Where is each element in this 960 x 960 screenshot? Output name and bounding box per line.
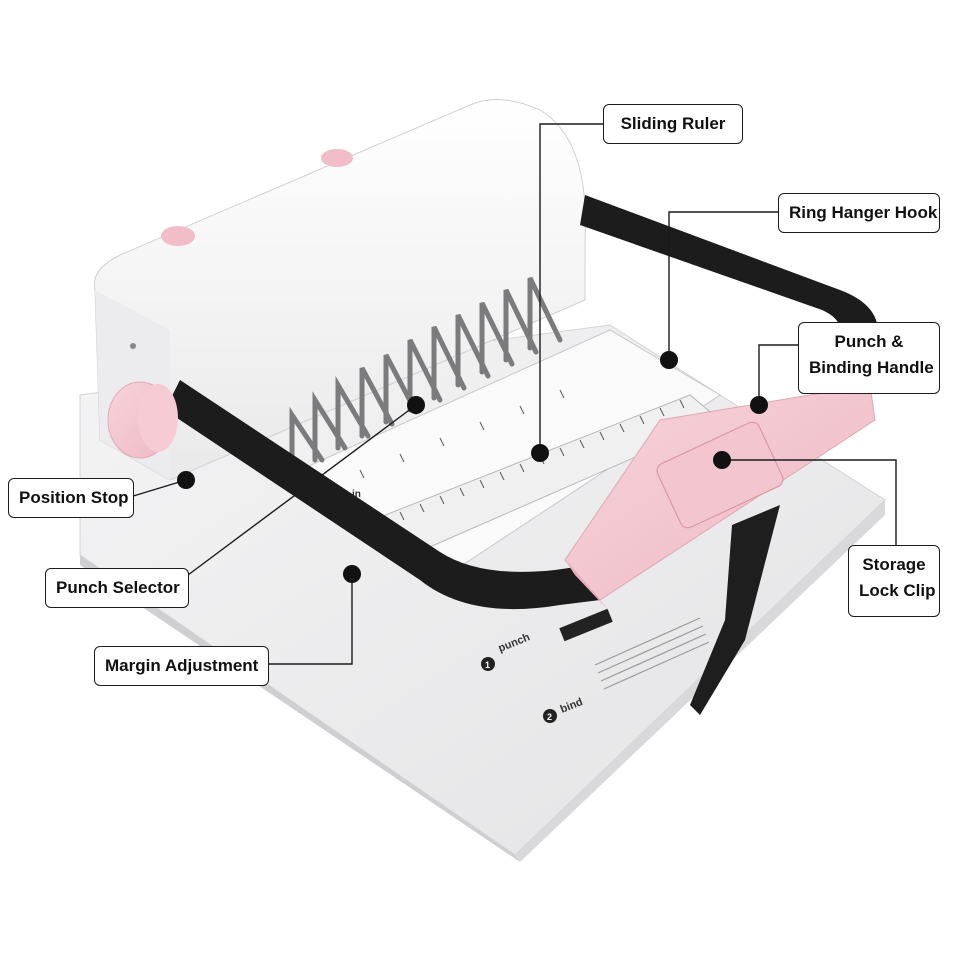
- comb-teeth: [289, 276, 563, 473]
- handle-grip: [564, 384, 876, 612]
- binding-handle: [165, 195, 879, 610]
- side-knob: [107, 381, 178, 459]
- callout-storage-lock-clip: Storage Lock Clip: [848, 545, 940, 617]
- callout-sliding-ruler-label: Sliding Ruler: [620, 114, 726, 133]
- callout-punch-binding-handle: Punch & Binding Handle: [798, 322, 940, 394]
- leader-lines: [129, 123, 897, 665]
- callout-punch-binding-handle-line2: Binding Handle: [809, 358, 934, 377]
- leader-dots: [177, 351, 768, 583]
- step2-badge: [543, 709, 557, 723]
- callout-position-stop-label: Position Stop: [19, 488, 129, 507]
- callout-position-stop: Position Stop: [8, 478, 134, 518]
- callout-punch-selector: Punch Selector: [45, 568, 189, 608]
- callout-punch-binding-handle-line1: Punch &: [834, 332, 904, 351]
- callout-punch-selector-label: Punch Selector: [56, 578, 180, 597]
- storage-strap: [690, 505, 780, 715]
- sliding-ruler-plate: in: [299, 329, 721, 581]
- callout-storage-lock-clip-line1: Storage: [862, 555, 926, 574]
- callout-sliding-ruler: Sliding Ruler: [603, 104, 743, 144]
- callout-ring-hanger-hook-label: Ring Hanger Hook: [789, 203, 938, 222]
- rubber-knobs: [161, 149, 353, 246]
- step1-badge: [481, 657, 495, 671]
- callout-margin-adjustment: Margin Adjustment: [94, 646, 269, 686]
- ruler-unit-label: in: [352, 489, 361, 500]
- callout-margin-adjustment-label: Margin Adjustment: [105, 656, 259, 675]
- step2-number: 2: [547, 712, 552, 722]
- callout-storage-lock-clip-line2: Lock Clip: [859, 581, 936, 600]
- step1-number: 1: [485, 660, 490, 670]
- callout-ring-hanger-hook: Ring Hanger Hook: [778, 193, 940, 233]
